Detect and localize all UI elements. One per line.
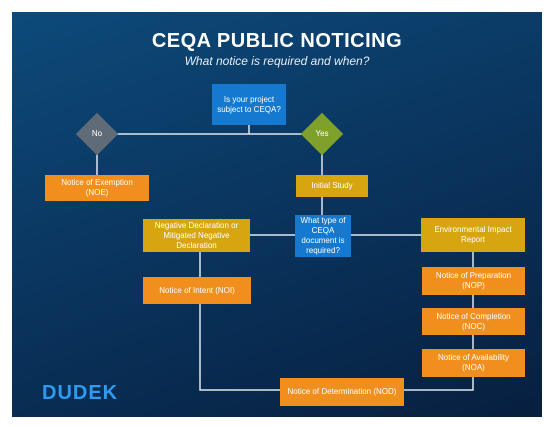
noe-box: Notice of Exemption (NOE) [45, 175, 149, 201]
noc-box: Notice of Completion (NOC) [422, 308, 525, 335]
infographic-card: CEQA PUBLIC NOTICING What notice is requ… [12, 12, 542, 417]
connector-noa-nod [404, 377, 474, 391]
nod-box: Notice of Determination (NOD) [280, 378, 404, 406]
subject-to-ceqa-question-label: Is your project subject to CEQA? [217, 94, 281, 114]
connector-lines [96, 125, 474, 391]
noe-label: Notice of Exemption (NOE) [61, 178, 133, 197]
noa-label: Notice of Availability (NOA) [438, 353, 509, 372]
subject-to-ceqa-question: Is your project subject to CEQA? [212, 84, 286, 125]
negative-declaration-label: Negative Declaration or Mitigated Negati… [154, 220, 239, 250]
noi-label: Notice of Intent (NOI) [159, 285, 235, 295]
eir-label: Environmental Impact Report [434, 225, 512, 244]
noi-box: Notice of Intent (NOI) [143, 277, 251, 304]
noc-label: Notice of Completion (NOC) [436, 311, 511, 331]
page-title: CEQA PUBLIC NOTICING [151, 30, 403, 52]
yes-decision-label: Yes [315, 129, 329, 138]
nod-label: Notice of Determination (NOD) [287, 387, 397, 396]
dudek-logo: DUDEK [42, 382, 119, 404]
nop-box: Notice of Preparation (NOP) [422, 267, 525, 295]
page-subtitle: What notice is required and when? [184, 54, 370, 68]
initial-study-label: Initial Study [311, 181, 353, 190]
no-decision-label: No [91, 129, 103, 138]
nop-label: Notice of Preparation (NOP) [435, 271, 512, 290]
initial-study-box: Initial Study [296, 175, 368, 197]
connector-noi-nod [199, 304, 280, 391]
eir-box: Environmental Impact Report [421, 218, 525, 252]
document-type-question: What type of CEQA document is required? [295, 215, 351, 257]
noa-box: Notice of Availability (NOA) [422, 349, 525, 377]
negative-declaration-box: Negative Declaration or Mitigated Negati… [143, 219, 250, 252]
document-type-question-label: What type of CEQA document is required? [300, 216, 346, 255]
